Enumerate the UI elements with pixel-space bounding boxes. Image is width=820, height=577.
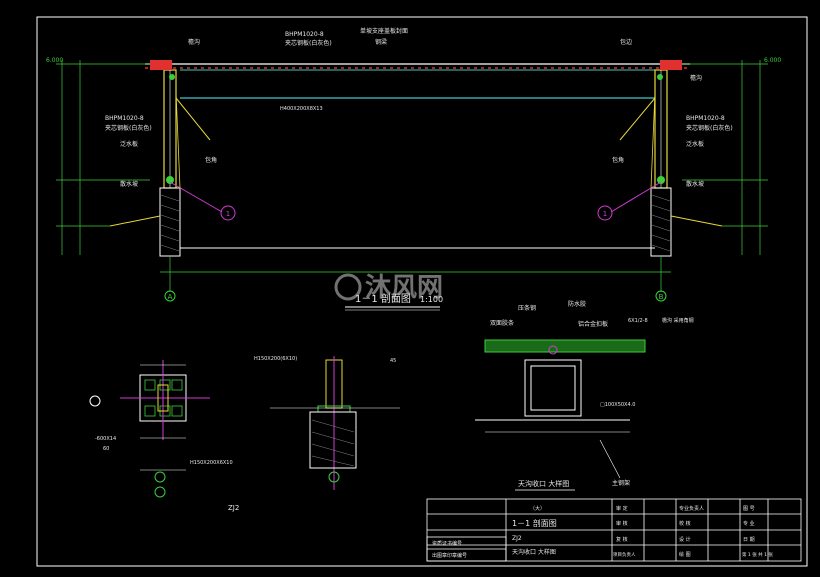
axis-bubble-a — [164, 290, 176, 302]
gutter-label-f: 檐沟 采用角钢 — [662, 317, 694, 324]
bubble-number-right: 1 — [603, 210, 607, 218]
detail-bubble-right — [597, 205, 613, 221]
title-main: 1－1 剖面图 — [512, 518, 557, 528]
zj2-foundation — [309, 411, 357, 469]
label-left-mid-note2: 夹芯钢板(白灰色) — [105, 124, 152, 132]
title-left-cell-1: 资质证书编号 — [432, 540, 462, 547]
mufeng-logo-icon — [334, 273, 362, 301]
label-right-elev: 6.000 — [764, 57, 781, 64]
right-top-joint — [657, 74, 663, 80]
left-eave-gutter — [150, 60, 172, 70]
detail-zj1: -600X14 H150X200X6X10 60 ZJ2 — [89, 360, 239, 512]
label-left-top-note: BHPM1020-8 — [285, 31, 324, 38]
tb-r1c3: 专业负责人 — [679, 505, 704, 512]
gutter-top-plate — [484, 339, 646, 353]
watermark: 沐风网 — [334, 273, 443, 303]
gutter-label-d: 铝合金扣板 — [578, 320, 608, 328]
tb-r2c5: 专 业 — [743, 520, 755, 527]
left-top-joint — [169, 74, 175, 80]
gutter-box — [524, 359, 582, 417]
bubble-number-left: 1 — [226, 210, 230, 218]
tb-r2c1: 审 核 — [616, 520, 628, 527]
detail-gutter: 压条钢 双面胶条 防水胶 铝合金扣板 6X1/2-8 檐沟 采用角钢 □100X… — [475, 300, 694, 491]
left-apron — [109, 215, 161, 227]
label-left-flash: 泛水板 — [120, 140, 138, 148]
detail-bubble-left — [220, 205, 236, 221]
label-roof-note2: 钢梁 — [375, 38, 387, 46]
label-mid-beam: H400X200X8X13 — [280, 106, 323, 112]
label-right-flash: 泛水板 — [686, 140, 704, 148]
axis-label-a: A — [168, 293, 173, 301]
tb-r1c1: 审 定 — [616, 505, 628, 512]
gutter-label-e: 6X1/2-8 — [628, 318, 648, 324]
tb-r4c5: 第 1 张 共 1 张 — [742, 551, 773, 558]
gutter-label-c: 防水胶 — [568, 300, 586, 308]
tb-r2c3: 校 核 — [679, 520, 691, 527]
drawing-border — [36, 16, 808, 567]
label-left-gutter: 檐沟 — [188, 38, 200, 46]
right-base-joint — [657, 176, 665, 184]
section-scale: 1:100 — [420, 295, 443, 304]
label-left-corner: 包角 — [205, 156, 217, 164]
tb-r3c1: 复 核 — [616, 536, 628, 543]
zj2-h: H150X200(6X10) — [254, 356, 297, 362]
title-sub-1: ZJ2 — [512, 535, 522, 542]
section-1-1: A B 单坡支座盖板封面 钢梁 BHPM1020-8 夹芯钢板(白灰色) 檐沟 … — [46, 27, 781, 311]
title-block — [426, 498, 802, 562]
label-right-mid-note2: 夹芯钢板(白灰色) — [686, 124, 733, 132]
tb-r3c5: 日 期 — [743, 537, 755, 543]
zj2-angle: 45 — [390, 358, 396, 364]
left-base-joint — [166, 176, 174, 184]
label-right-top-note: 包边 — [620, 38, 632, 46]
label-left-mid-note: BHPM1020-8 — [105, 115, 144, 122]
tb-r1c0: （大） — [530, 505, 545, 512]
tb-r3c3: 设 计 — [679, 536, 691, 543]
label-right-corner: 包角 — [612, 156, 624, 164]
label-roof-note: 单坡支座盖板封面 — [360, 27, 408, 35]
gutter-label-h: 主钢架 — [612, 479, 630, 487]
right-eave-gutter — [660, 60, 682, 70]
tb-r4c1: 项目负责人 — [613, 551, 636, 558]
label-left-base: 散水坡 — [120, 180, 138, 188]
gutter-label-g: □100X50X4.0 — [600, 402, 635, 408]
gutter-label-a: 压条钢 — [518, 304, 536, 312]
label-left-top-note2: 夹芯钢板(白灰色) — [285, 39, 332, 47]
section-title: 1－1 剖面图 — [355, 292, 411, 305]
tb-r1c5: 图 号 — [743, 506, 755, 512]
zj1-w: 60 — [103, 446, 109, 452]
watermark-text: 沐风网 — [365, 273, 443, 303]
detail-zj2: H150X200(6X10) 45 — [254, 356, 400, 490]
gutter-detail-title: 天沟收口 大样图 — [518, 479, 569, 488]
title-left-cell-2: 出图章印章编号 — [432, 552, 467, 559]
right-apron — [670, 215, 723, 227]
label-right-gutter: 檐沟 — [690, 74, 702, 82]
label-left-elev: 6.000 — [46, 57, 63, 64]
zj2-label: ZJ2 — [228, 504, 239, 512]
label-right-base: 散水坡 — [686, 180, 704, 188]
label-right-mid-note: BHPM1020-8 — [686, 115, 725, 122]
title-sub-2: 天沟收口 大样图 — [512, 548, 556, 556]
axis-bubble-b — [655, 290, 667, 302]
zj1-h: H150X200X6X10 — [190, 460, 233, 466]
tb-r4c3: 绘 图 — [679, 551, 691, 558]
zj1-plate: -600X14 — [95, 436, 116, 442]
gutter-label-b: 双面胶条 — [490, 319, 514, 327]
axis-label-b: B — [659, 293, 664, 301]
